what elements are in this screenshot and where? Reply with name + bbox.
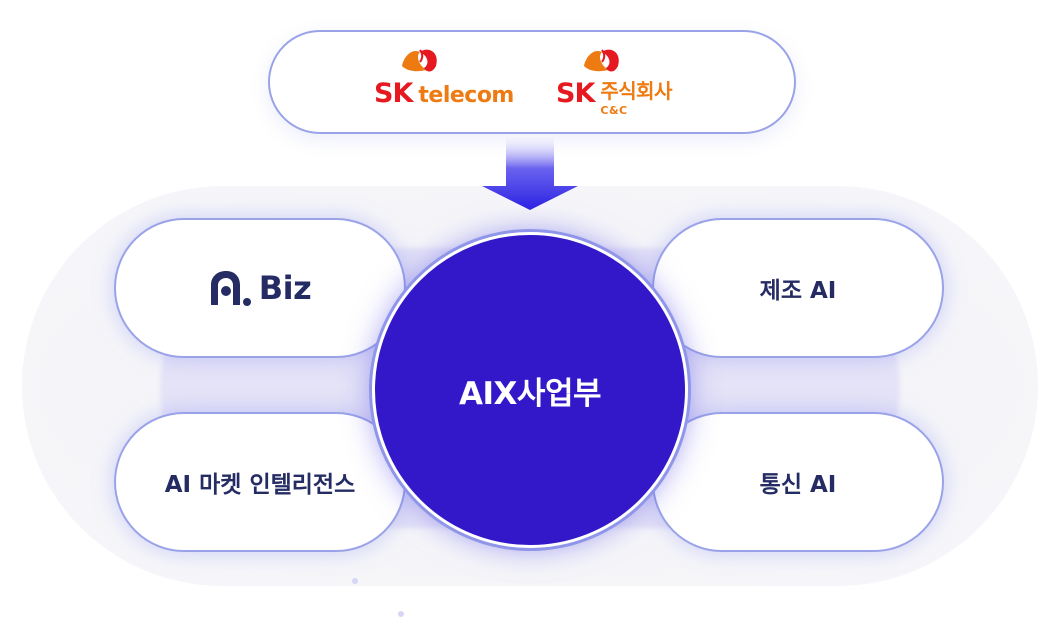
partner-name: telecom [418, 83, 514, 108]
center-label: AIX사업부 [459, 375, 602, 412]
sk-butterfly-icon [402, 49, 437, 72]
category-label: 제조 AI [759, 278, 837, 304]
sk-butterfly-icon [584, 49, 619, 72]
a-biz-logo-icon [210, 271, 251, 306]
sk-brand-text: SK [374, 78, 413, 109]
category-a-biz: Biz [114, 218, 406, 358]
decorative-dot [398, 611, 404, 617]
category-label: AI 마켓 인텔리전스 [164, 472, 356, 498]
category-label: 통신 AI [759, 472, 837, 498]
partners-pill: SK telecom SK 주식회사 C&C [268, 30, 796, 134]
category-ai-market-intelligence: AI 마켓 인텔리전스 [114, 412, 406, 552]
sk-cc-logo: SK 주식회사 C&C [556, 44, 672, 117]
category-manufacturing-ai: 제조 AI [652, 218, 944, 358]
category-label: Biz [258, 269, 312, 307]
down-arrow-icon [482, 134, 578, 210]
sk-brand-text: SK [556, 78, 595, 109]
decorative-dot [352, 578, 358, 584]
sk-telecom-logo: SK telecom [374, 44, 514, 107]
center-division-circle: AIX사업부 [372, 232, 688, 548]
partner-name: 주식회사 [600, 79, 672, 103]
category-telecom-ai: 통신 AI [652, 412, 944, 552]
partner-sub: C&C [600, 104, 628, 117]
